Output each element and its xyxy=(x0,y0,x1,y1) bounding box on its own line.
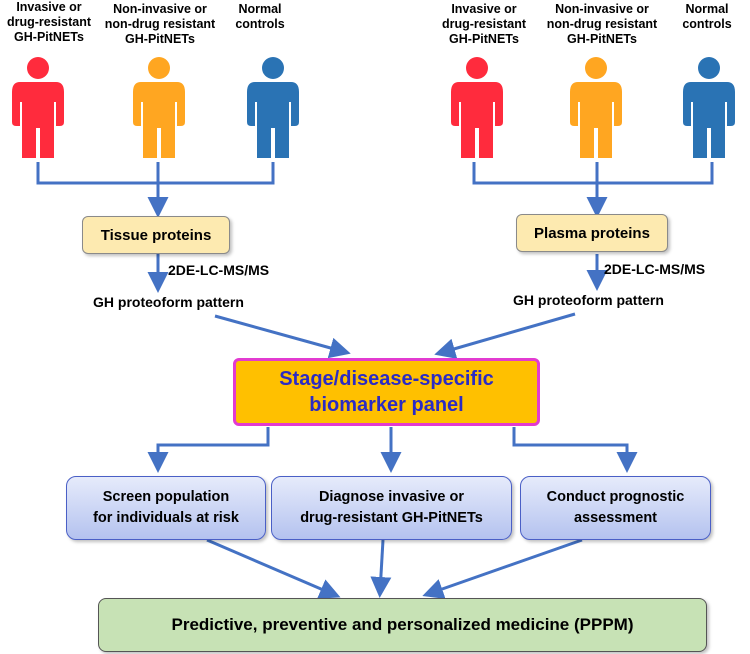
tissue-proteins-box: Tissue proteins xyxy=(82,216,230,254)
right-label-normal: Normal controls xyxy=(682,2,732,31)
prognostic-assessment-box: Conduct prognostic assessment xyxy=(520,476,711,540)
person-body xyxy=(12,82,64,158)
arrow-prognostic-to-pppm xyxy=(422,538,583,599)
left-pattern-label: GH proteoform pattern xyxy=(93,294,244,310)
biomarker-panel-box: Stage/disease-specific biomarker panel xyxy=(233,358,540,426)
panel-line-1: Stage/disease-specific xyxy=(279,368,494,390)
person-head xyxy=(585,57,607,79)
person-body xyxy=(451,82,503,158)
arrow-left-pattern-to-panel xyxy=(214,314,351,359)
arrow-screen-to-pppm xyxy=(206,538,341,599)
arrow-diagnose-to-pppm xyxy=(370,539,392,598)
panel-line-2: biomarker panel xyxy=(309,394,464,416)
diagnose-box: Diagnose invasive or drug-resistant GH-P… xyxy=(271,476,512,540)
right-bracket xyxy=(472,162,714,185)
person-head xyxy=(466,57,488,79)
left-label-invasive: Invasive or drug-resistant GH-PitNETs xyxy=(6,0,92,44)
person-body xyxy=(683,82,735,158)
pppm-box: Predictive, preventive and personalized … xyxy=(98,598,707,652)
person-body xyxy=(133,82,185,158)
person-icon-blue-right xyxy=(683,57,735,158)
person-head xyxy=(262,57,284,79)
plasma-proteins-box: Plasma proteins xyxy=(516,214,668,252)
right-pattern-label: GH proteoform pattern xyxy=(513,292,664,308)
person-icon-red-left xyxy=(12,57,64,158)
person-icon-red-right xyxy=(451,57,503,158)
right-method-label: 2DE-LC-MS/MS xyxy=(604,261,706,277)
person-icon-blue-left xyxy=(247,57,299,158)
arrow-panel-to-prognostic xyxy=(512,427,638,473)
person-head xyxy=(27,57,49,79)
right-label-invasive: Invasive or drug-resistant GH-PitNETs xyxy=(441,2,527,46)
person-icon-orange-left xyxy=(133,57,185,158)
left-method-label: 2DE-LC-MS/MS xyxy=(168,262,270,278)
person-head xyxy=(148,57,170,79)
arrow-panel-to-screen xyxy=(147,427,270,473)
screen-population-box: Screen population for individuals at ris… xyxy=(66,476,266,540)
arrow-right-pattern-to-panel xyxy=(434,312,576,359)
person-body xyxy=(247,82,299,158)
left-label-normal: Normal controls xyxy=(235,2,285,31)
person-body xyxy=(570,82,622,158)
person-icon-orange-right xyxy=(570,57,622,158)
left-label-noninvasive: Non-invasive or non-drug resistant GH-Pi… xyxy=(104,2,216,46)
person-head xyxy=(698,57,720,79)
right-label-noninvasive: Non-invasive or non-drug resistant GH-Pi… xyxy=(546,2,658,46)
left-bracket xyxy=(36,162,275,185)
